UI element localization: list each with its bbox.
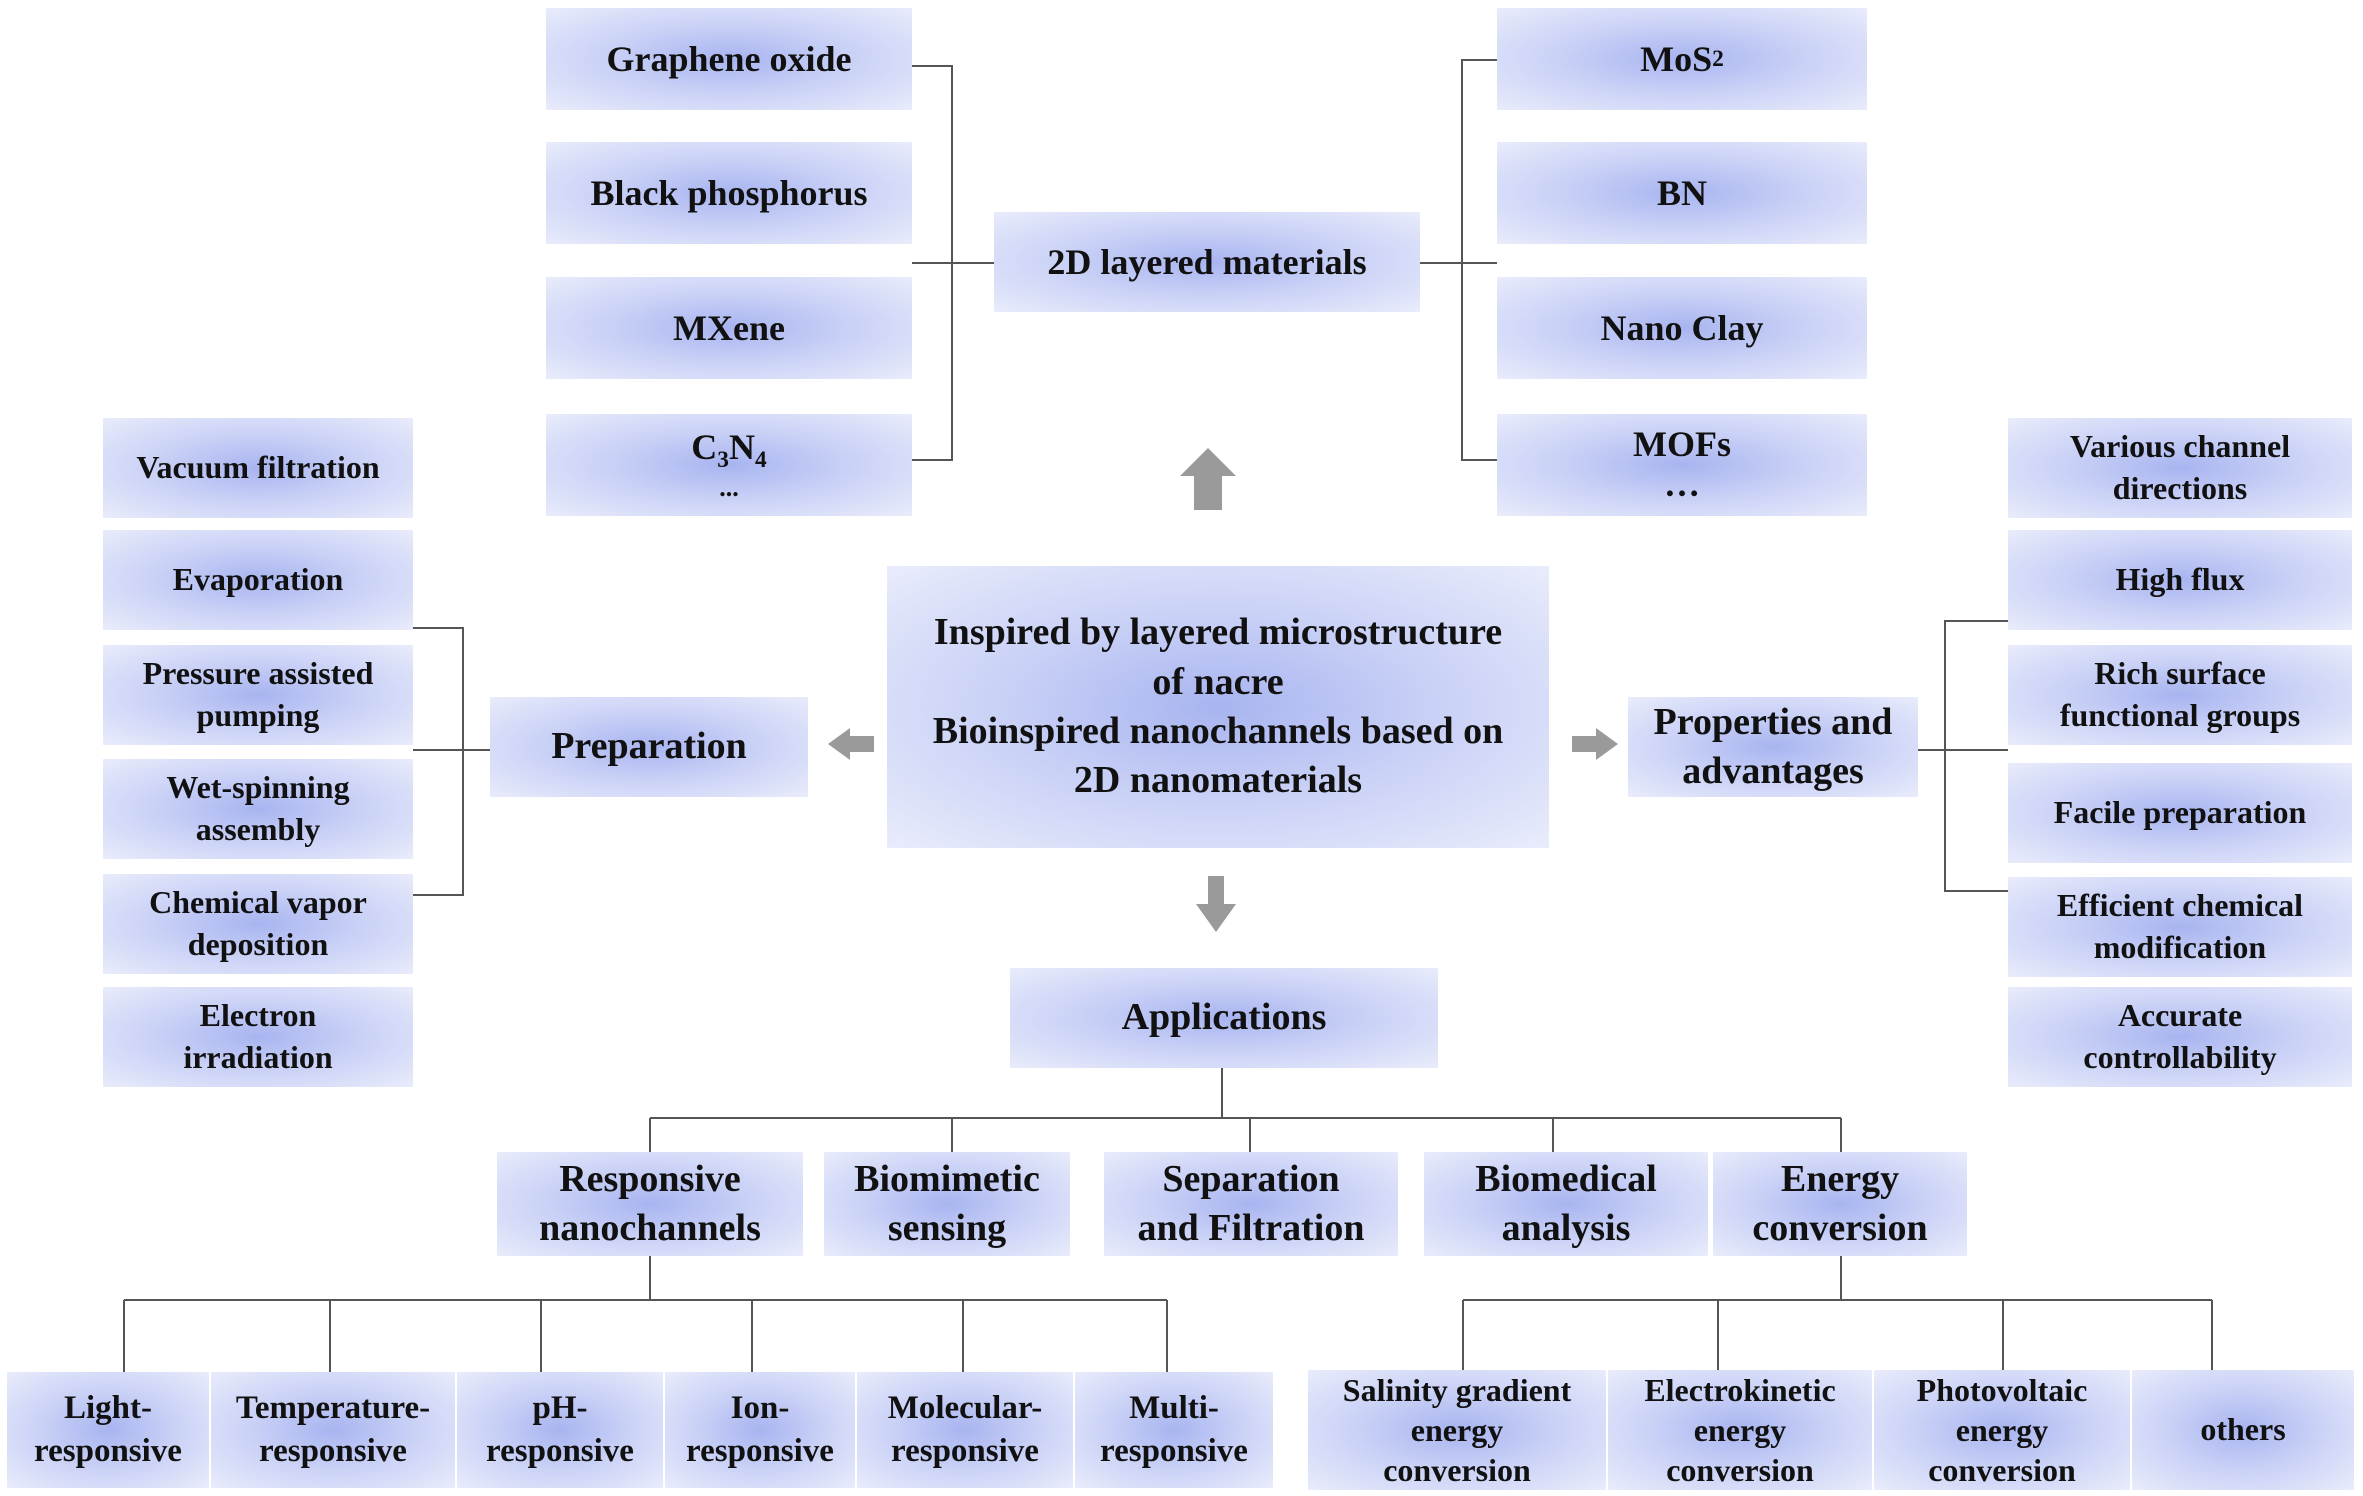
central-concept-line-1: Inspired by layered microstructure bbox=[933, 611, 1503, 654]
c3n4-ellipsis: ... bbox=[719, 472, 739, 502]
central-concept-line-3: Bioinspired nanochannels based on bbox=[932, 710, 1504, 752]
c3n4-formula: C3N4 bbox=[691, 426, 767, 473]
material-black-phosphorus: Black phosphorus bbox=[546, 142, 912, 244]
preparation-pressure-assisted-pumping: Pressure assisted pumping bbox=[103, 645, 413, 745]
arrow-left-icon bbox=[828, 728, 874, 760]
energy-photovoltaic: Photovoltaic energy conversion bbox=[1874, 1370, 2130, 1490]
preparation-vacuum-filtration: Vacuum filtration bbox=[103, 418, 413, 518]
arrow-down-icon bbox=[1196, 876, 1236, 932]
material-nano-clay: Nano Clay bbox=[1497, 277, 1867, 379]
material-bn: BN bbox=[1497, 142, 1867, 244]
responsive-molecular: Molecular- responsive bbox=[857, 1372, 1073, 1488]
materials-title-box: 2D layered materials bbox=[994, 212, 1420, 312]
applications-title-box: Applications bbox=[1010, 968, 1438, 1068]
responsive-ph: pH- responsive bbox=[457, 1372, 663, 1488]
application-biomimetic-sensing: Biomimetic sensing bbox=[824, 1152, 1070, 1256]
property-surface-groups: Rich surface functional groups bbox=[2008, 645, 2352, 745]
preparation-title-box: Preparation bbox=[490, 697, 808, 797]
responsive-light: Light- responsive bbox=[7, 1372, 209, 1488]
material-mxene: MXene bbox=[546, 277, 912, 379]
material-graphene-oxide: Graphene oxide bbox=[546, 8, 912, 110]
application-biomedical-analysis: Biomedical analysis bbox=[1424, 1152, 1708, 1256]
preparation-evaporation: Evaporation bbox=[103, 530, 413, 630]
application-energy-conversion: Energy conversion bbox=[1713, 1152, 1967, 1256]
central-concept-box: Inspired by layered microstructure of na… bbox=[887, 566, 1549, 848]
responsive-ion: Ion- responsive bbox=[665, 1372, 855, 1488]
central-concept-line-4: 2D nanomaterials bbox=[1073, 759, 1363, 802]
energy-salinity-gradient: Salinity gradient energy conversion bbox=[1308, 1370, 1606, 1490]
material-c3n4: C3N4 ... bbox=[546, 414, 912, 516]
material-mofs: MOFs … bbox=[1497, 414, 1867, 516]
property-channel-directions: Various channel directions bbox=[2008, 418, 2352, 518]
property-accurate-controllability: Accurate controllability bbox=[2008, 987, 2352, 1087]
application-responsive-nanochannels: Responsive nanochannels bbox=[497, 1152, 803, 1256]
property-chemical-modification: Efficient chemical modification bbox=[2008, 877, 2352, 977]
preparation-wet-spinning-assembly: Wet-spinning assembly bbox=[103, 759, 413, 859]
energy-electrokinetic: Electrokinetic energy conversion bbox=[1608, 1370, 1872, 1490]
arrow-up-icon bbox=[1180, 448, 1236, 510]
application-separation-filtration: Separation and Filtration bbox=[1104, 1152, 1398, 1256]
property-facile-preparation: Facile preparation bbox=[2008, 763, 2352, 863]
responsive-multi: Multi- responsive bbox=[1075, 1372, 1273, 1488]
central-concept-line-2: of nacre bbox=[1152, 660, 1284, 703]
mofs-label: MOFs bbox=[1633, 424, 1731, 465]
mofs-ellipsis: … bbox=[1664, 464, 1700, 504]
responsive-temperature: Temperature- responsive bbox=[211, 1372, 455, 1488]
properties-title-box: Properties and advantages bbox=[1628, 697, 1918, 797]
arrow-right-icon bbox=[1572, 728, 1618, 760]
property-high-flux: High flux bbox=[2008, 530, 2352, 630]
preparation-chemical-vapor-deposition: Chemical vapor deposition bbox=[103, 874, 413, 974]
preparation-electron-irradiation: Electron irradiation bbox=[103, 987, 413, 1087]
energy-others: others bbox=[2132, 1370, 2354, 1490]
